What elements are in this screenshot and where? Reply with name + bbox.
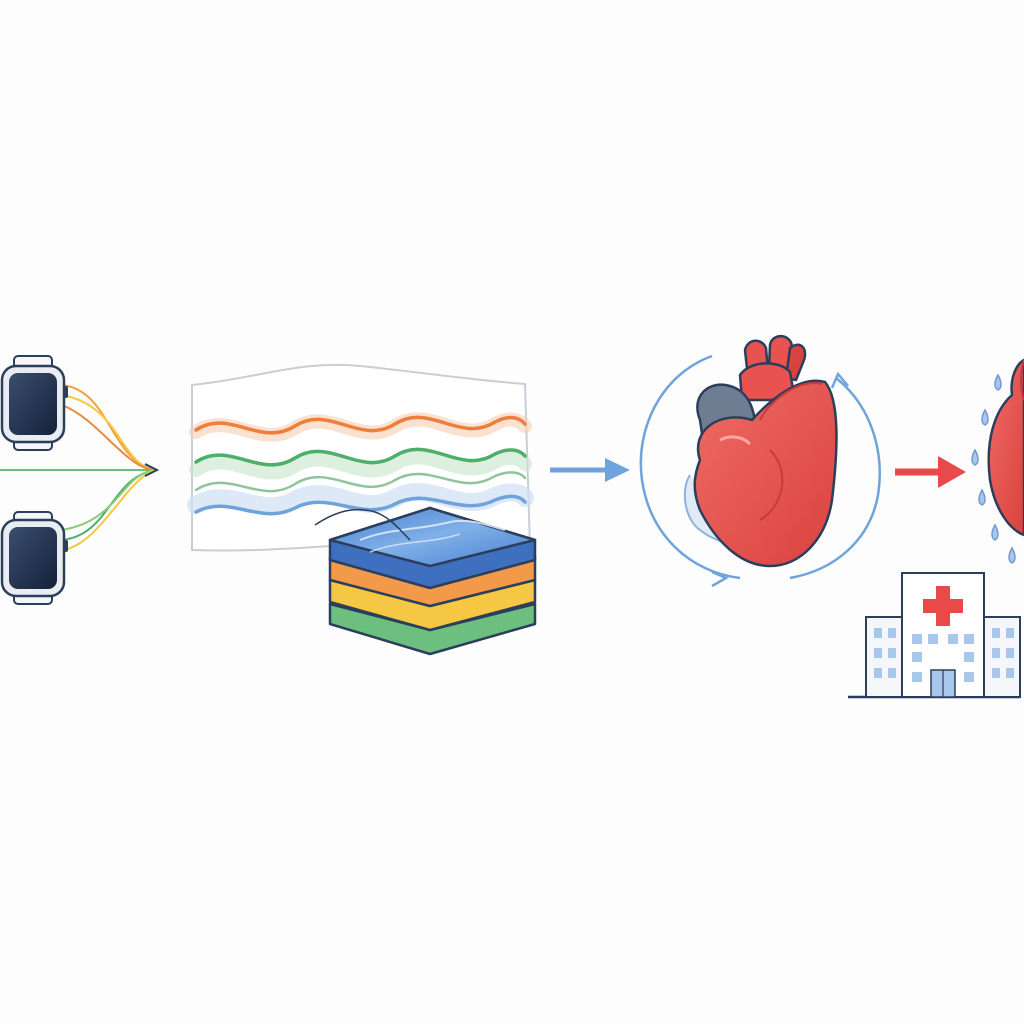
smartwatch-icon xyxy=(0,511,68,605)
water-drops-icon xyxy=(971,373,1016,564)
wearables-group xyxy=(0,355,160,605)
cycle-arc xyxy=(789,377,881,580)
waveform-panel xyxy=(187,363,534,552)
data-stack-icon xyxy=(328,506,537,656)
connector-line xyxy=(314,508,411,541)
smartwatch-icon xyxy=(0,355,68,451)
hospital-icon xyxy=(848,572,1021,699)
arrow-right-icon xyxy=(895,456,966,488)
cycle-arc xyxy=(639,354,741,580)
arrow-right-icon xyxy=(550,458,630,482)
clinical-heart-icon xyxy=(971,358,1024,564)
cardiac-analysis-group xyxy=(639,334,881,588)
hospital-windows xyxy=(874,628,1014,682)
signal-lines xyxy=(0,384,160,551)
waveform-icon xyxy=(187,412,534,516)
heart-icon xyxy=(683,334,838,568)
